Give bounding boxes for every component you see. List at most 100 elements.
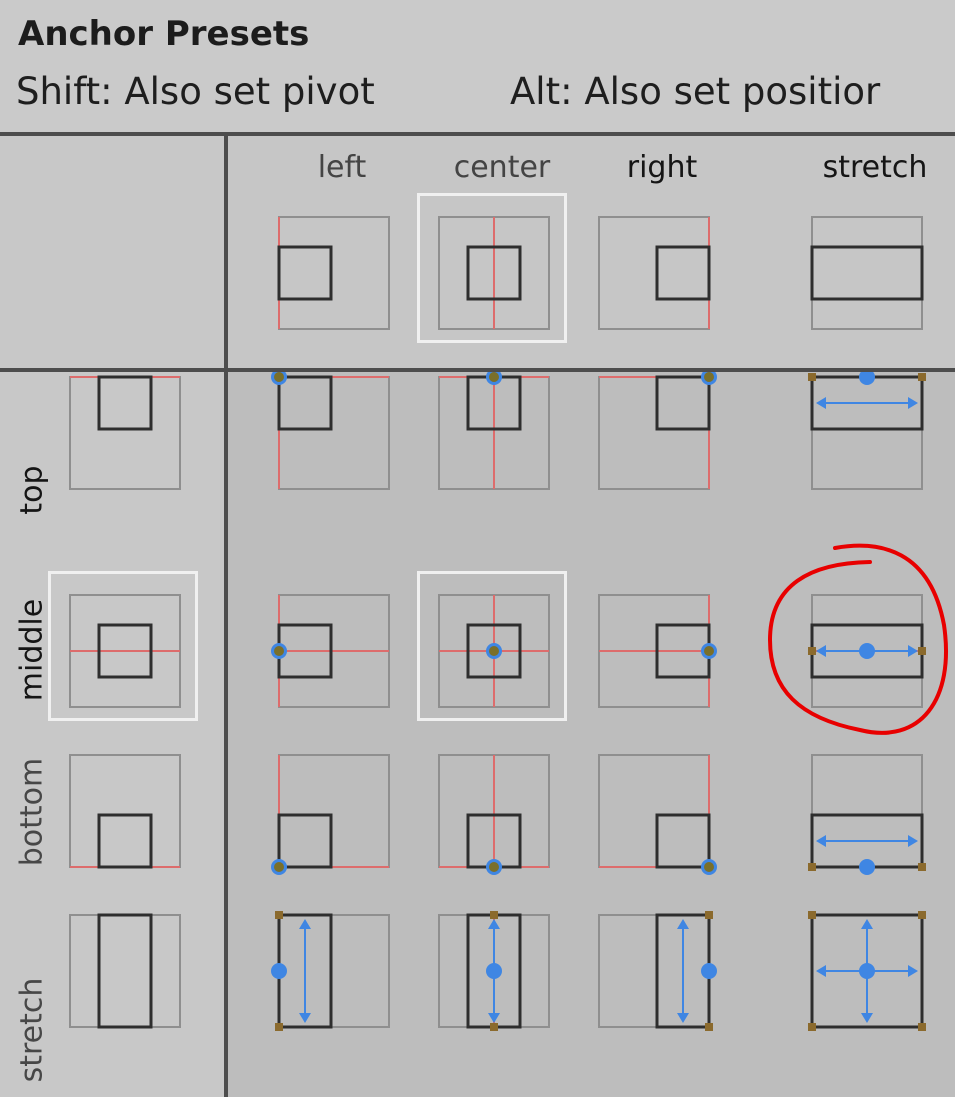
pivot-point <box>859 963 875 979</box>
vertical-divider <box>224 136 228 1097</box>
control-box <box>97 913 153 1029</box>
preset-stretch-center[interactable] <box>417 891 567 1041</box>
cell-frame <box>811 376 923 490</box>
anchor-handle <box>808 863 816 871</box>
preset-top-left[interactable] <box>257 353 407 503</box>
preset-middle-left[interactable] <box>257 571 407 721</box>
column-label-right: right <box>626 150 698 185</box>
control-box <box>97 623 153 679</box>
preset-row-top-icon <box>69 375 181 490</box>
anchor-handle <box>918 373 926 381</box>
anchor-handle <box>490 911 498 919</box>
arrow-head <box>861 919 873 929</box>
arrow-head <box>677 919 689 929</box>
preset-stretch-stretch[interactable] <box>790 891 940 1041</box>
cell-frame <box>69 754 181 868</box>
anchor-handle <box>808 1023 816 1031</box>
anchor-point <box>489 372 499 382</box>
control-box <box>277 245 333 301</box>
preset-stretch-stretch-icon <box>808 911 926 1031</box>
preset-middle-center-icon <box>438 594 550 708</box>
preset-middle-right[interactable] <box>577 571 727 721</box>
anchor-handle <box>808 373 816 381</box>
preset-bottom-left[interactable] <box>257 731 407 881</box>
pivot-point <box>486 963 502 979</box>
preset-middle-left-icon <box>271 594 390 708</box>
preset-col-right-icon <box>598 216 711 330</box>
control-box <box>810 245 924 301</box>
arrow-head <box>299 1013 311 1023</box>
selected-frame <box>48 571 198 721</box>
anchor-handle <box>490 1023 498 1031</box>
anchor-handle <box>918 1023 926 1031</box>
preset-bottom-stretch-icon <box>808 754 926 875</box>
preset-col-center[interactable] <box>417 193 567 343</box>
preset-bottom-center-icon <box>438 754 550 875</box>
header-divider <box>0 132 955 136</box>
preset-row-top[interactable] <box>48 353 198 503</box>
preset-stretch-right-icon <box>598 911 717 1031</box>
preset-top-center-icon <box>438 369 550 490</box>
arrow-head <box>908 645 918 657</box>
cell-frame <box>811 754 923 868</box>
preset-bottom-right-icon <box>598 754 717 875</box>
preset-middle-center[interactable] <box>417 571 567 721</box>
anchor-point <box>274 646 284 656</box>
preset-middle-stretch[interactable] <box>790 571 940 721</box>
preset-col-stretch-icon <box>810 216 924 330</box>
preset-top-stretch-icon <box>808 369 926 490</box>
arrow-head <box>908 965 918 977</box>
selected-frame <box>417 193 567 343</box>
pivot-point <box>859 369 875 385</box>
control-box <box>97 375 153 431</box>
anchor-handle <box>705 911 713 919</box>
preset-col-left[interactable] <box>257 193 407 343</box>
cell-frame <box>278 216 390 330</box>
preset-top-left-icon <box>271 369 390 490</box>
popup-title: Anchor Presets <box>18 14 310 54</box>
cell-frame <box>598 754 710 868</box>
control-box <box>277 813 333 869</box>
anchor-handle <box>918 647 926 655</box>
cell-frame <box>278 754 390 868</box>
cell-frame <box>278 376 390 490</box>
anchor-point <box>704 372 714 382</box>
preset-top-right-icon <box>598 369 717 490</box>
preset-bottom-left-icon <box>271 754 390 875</box>
horizontal-divider <box>0 368 955 372</box>
column-label-left: left <box>317 150 367 185</box>
preset-col-left-icon <box>277 216 390 330</box>
preset-stretch-center-icon <box>438 911 550 1031</box>
pivot-point <box>701 963 717 979</box>
preset-top-center[interactable] <box>417 353 567 503</box>
arrow-head <box>816 645 826 657</box>
arrow-head <box>861 1013 873 1023</box>
preset-col-center-icon <box>438 216 550 330</box>
anchor-handle <box>808 911 816 919</box>
control-box <box>277 375 333 431</box>
preset-col-stretch[interactable] <box>790 193 940 343</box>
control-box <box>810 913 924 1029</box>
cell-frame <box>69 376 181 490</box>
preset-stretch-left[interactable] <box>257 891 407 1041</box>
control-box <box>97 813 153 869</box>
preset-row-middle[interactable] <box>48 571 198 721</box>
control-box <box>655 375 711 431</box>
preset-top-stretch[interactable] <box>790 353 940 503</box>
preset-bottom-stretch[interactable] <box>790 731 940 881</box>
preset-col-right[interactable] <box>577 193 727 343</box>
preset-row-stretch[interactable] <box>48 891 198 1041</box>
control-box <box>466 245 522 301</box>
preset-row-bottom[interactable] <box>48 731 198 881</box>
preset-bottom-right[interactable] <box>577 731 727 881</box>
preset-stretch-right[interactable] <box>577 891 727 1041</box>
preset-top-right[interactable] <box>577 353 727 503</box>
preset-row-bottom-icon <box>69 754 181 869</box>
selected-frame <box>417 571 567 721</box>
column-label-stretch: stretch <box>822 150 928 185</box>
pivot-point <box>271 963 287 979</box>
preset-bottom-center[interactable] <box>417 731 567 881</box>
shift-hint: Shift: Also set pivot <box>16 70 375 113</box>
preset-row-stretch-icon <box>69 913 181 1029</box>
